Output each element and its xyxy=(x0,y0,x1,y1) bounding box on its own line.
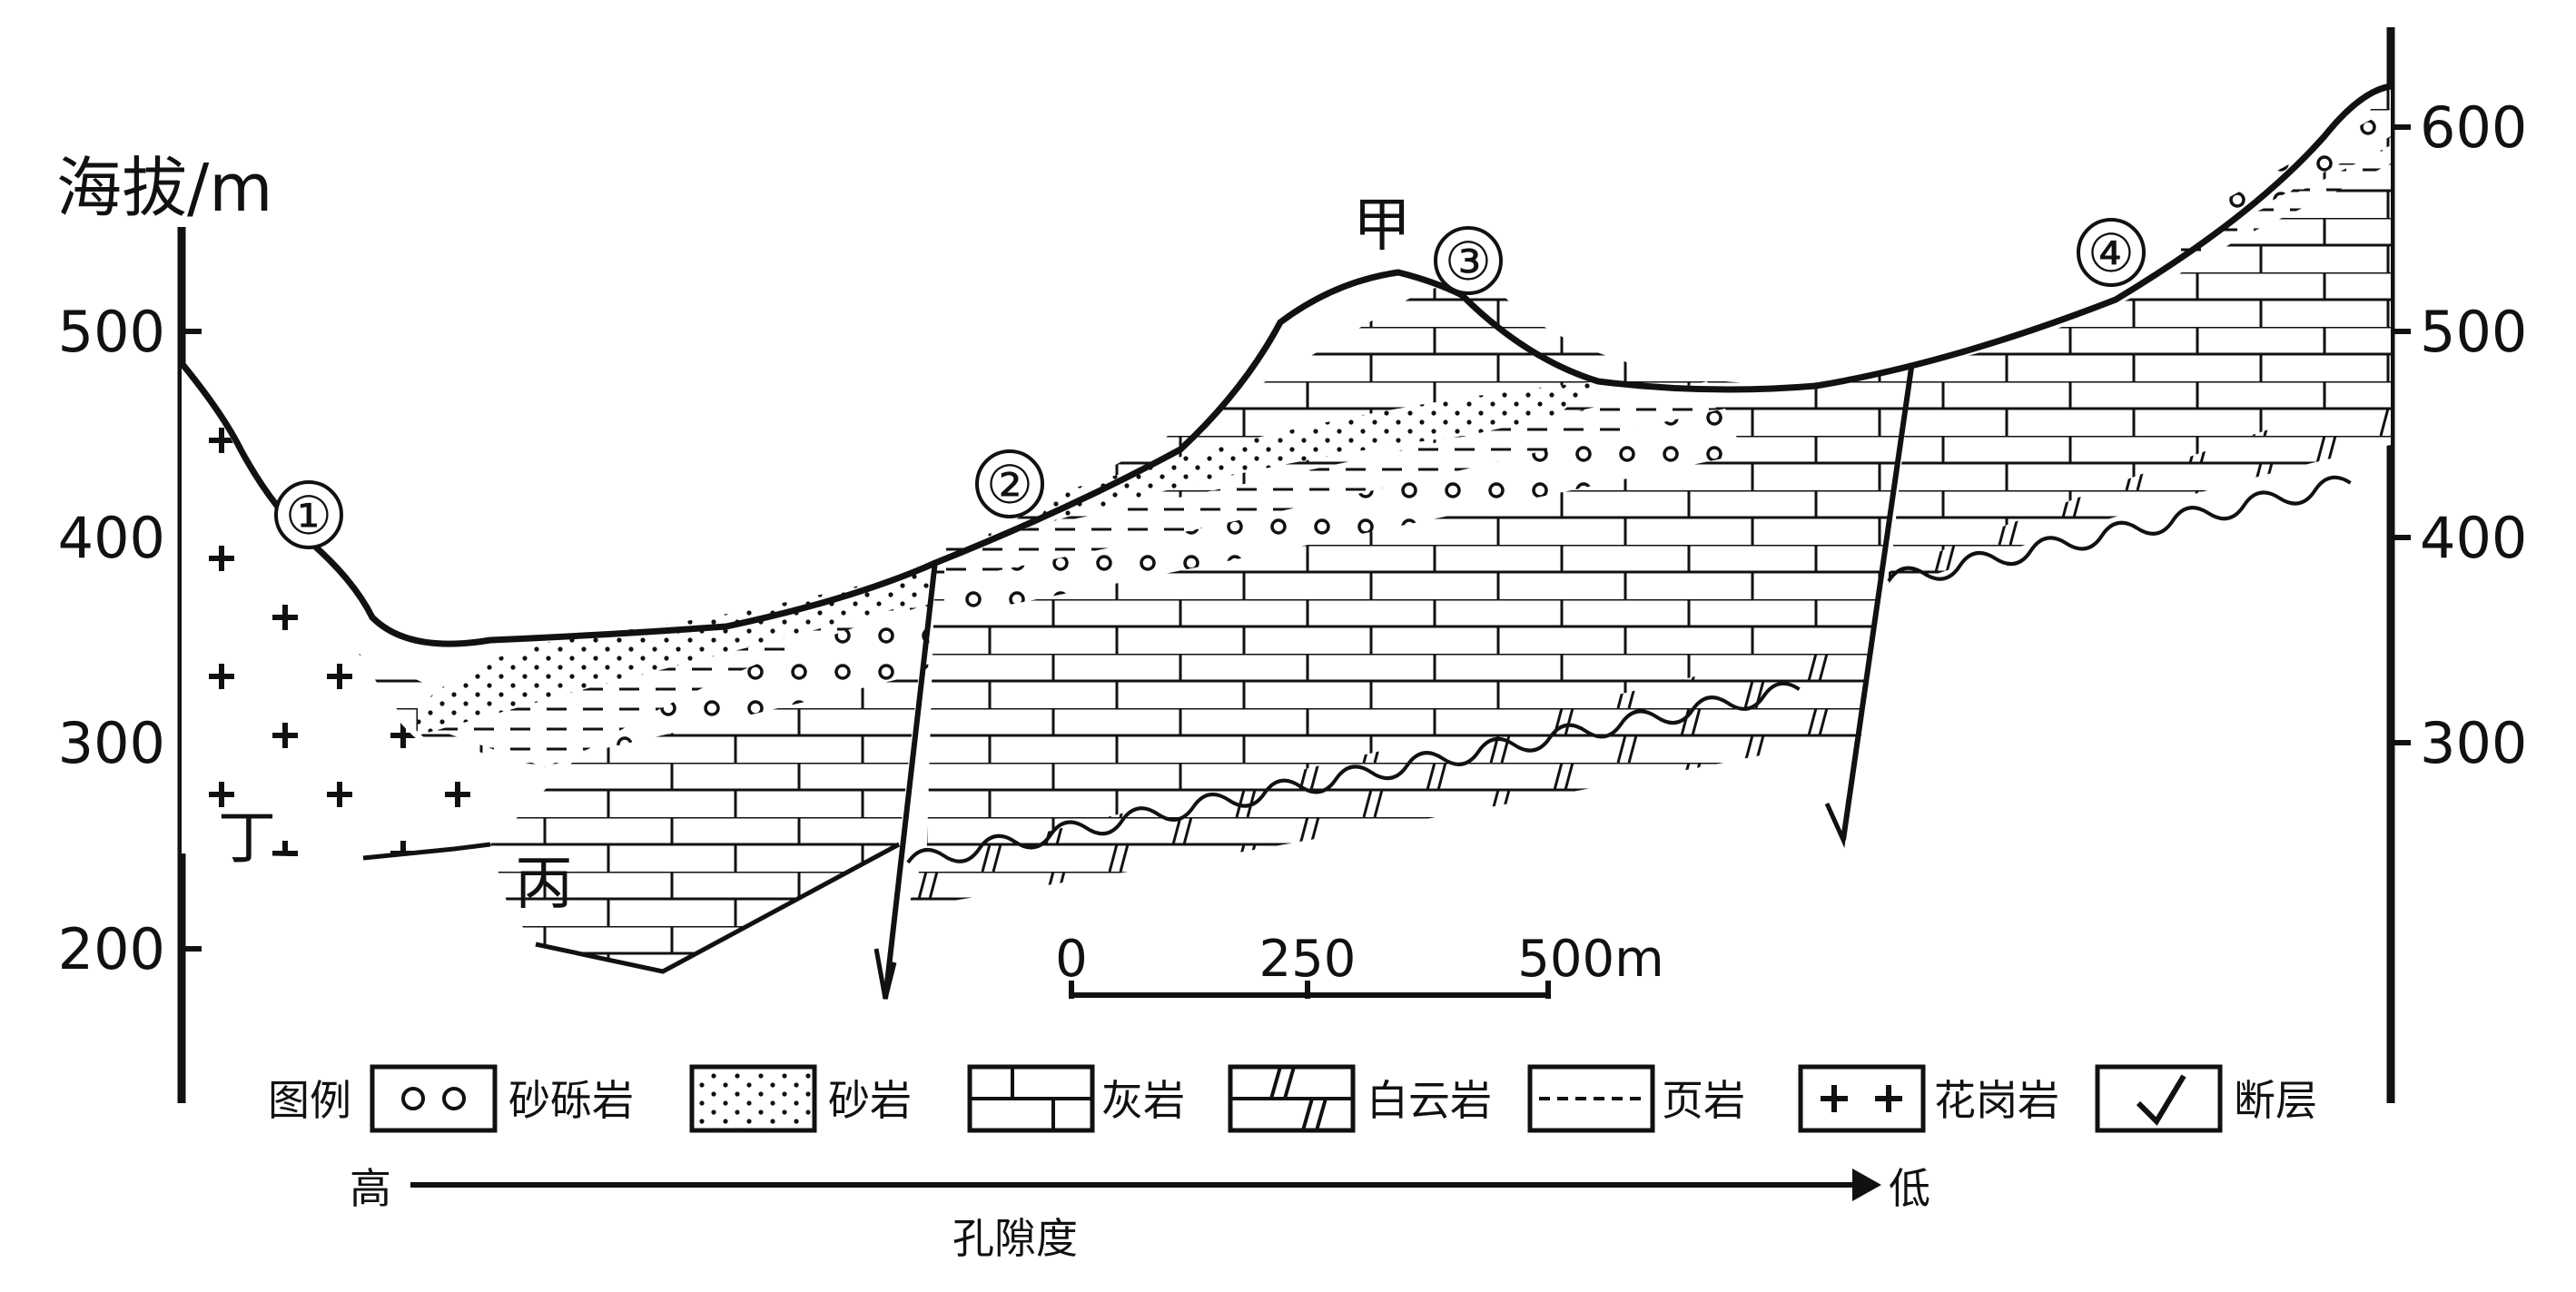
svg-text:砂砾岩: 砂砾岩 xyxy=(508,1076,634,1125)
svg-text:灰岩: 灰岩 xyxy=(1101,1076,1185,1125)
svg-text:白云岩: 白云岩 xyxy=(1367,1076,1492,1125)
axis-title: 海拔/m xyxy=(56,150,272,226)
middle-block-conglomerate xyxy=(944,409,1743,617)
legend-granite: 花岗岩 xyxy=(1798,1064,2059,1133)
left-tick-200: 200 xyxy=(58,916,165,982)
left-block-conglomerate xyxy=(581,604,931,754)
scale-bar: 0 250 500m xyxy=(1055,930,1664,999)
marker-3: ③ xyxy=(1434,226,1503,295)
middle-block-sandstone xyxy=(1035,381,1598,527)
marker-4: ④ xyxy=(2077,218,2146,287)
legend-shale: 页岩 xyxy=(1527,1064,1745,1133)
svg-text:①: ① xyxy=(285,485,332,547)
ding-lower-boundary xyxy=(362,842,491,861)
bing-lower-boundary xyxy=(535,842,901,974)
porosity-low: 低 xyxy=(1889,1164,1930,1213)
left-tick-500: 500 xyxy=(58,299,165,365)
right-tick-600: 600 xyxy=(2420,94,2527,161)
porosity-arrowhead xyxy=(1852,1169,1881,1201)
right-block-limestone xyxy=(1889,86,2391,590)
legend-sandstone: 砂岩 xyxy=(689,1064,912,1133)
fault-2 xyxy=(1841,367,1914,841)
porosity-high: 高 xyxy=(350,1164,391,1213)
svg-text:页岩: 页岩 xyxy=(1662,1076,1745,1125)
unconformity-line-right xyxy=(1887,475,2352,583)
right-tick-300: 300 xyxy=(2420,710,2527,776)
right-tick-500: 500 xyxy=(2420,299,2527,365)
scale-500m: 500m xyxy=(1517,930,1663,989)
svg-text:②: ② xyxy=(986,454,1033,516)
label-jia: 甲 xyxy=(1353,192,1411,260)
svg-text:花岗岩: 花岗岩 xyxy=(1934,1076,2059,1125)
fault-1-arrow xyxy=(873,948,897,1000)
marker-1: ① xyxy=(274,480,343,549)
right-block-dolomite xyxy=(1889,390,2391,590)
legend-conglomerate: 砂砾岩 xyxy=(370,1064,634,1133)
legend-title: 图例 xyxy=(268,1076,351,1125)
left-tick-400: 400 xyxy=(58,505,165,571)
legend-dolomite: 白云岩 xyxy=(1228,1064,1492,1133)
faults xyxy=(362,367,1914,1000)
middle-block-dolomite xyxy=(908,636,1870,908)
svg-text:砂岩: 砂岩 xyxy=(828,1076,912,1125)
right-block-conglomerate xyxy=(2225,109,2391,227)
right-axis xyxy=(2386,27,2411,1103)
fault-1 xyxy=(883,560,938,1000)
porosity-label: 孔隙度 xyxy=(952,1214,1078,1263)
legend-limestone: 灰岩 xyxy=(967,1064,1185,1133)
right-tick-400: 400 xyxy=(2420,505,2527,571)
right-block-shale xyxy=(2161,145,2391,272)
legend-fault: 断层 xyxy=(2095,1064,2317,1133)
ground-surface xyxy=(179,83,2392,647)
strata xyxy=(182,86,2391,971)
scale-0: 0 xyxy=(1055,930,1088,989)
left-tick-300: 300 xyxy=(58,710,165,776)
left-block-limestone xyxy=(359,572,931,971)
label-bing: 丙 xyxy=(515,851,573,918)
svg-text:③: ③ xyxy=(1445,231,1492,292)
svg-text:断层: 断层 xyxy=(2234,1076,2317,1125)
scale-250: 250 xyxy=(1259,930,1357,989)
left-block-shale xyxy=(427,590,931,767)
granite-body xyxy=(182,368,581,858)
svg-text:④: ④ xyxy=(2087,222,2135,284)
unconformity-line xyxy=(906,681,1801,864)
legend: 图例 砂砾岩 砂岩 灰岩 白云岩 xyxy=(268,1064,2317,1133)
porosity-scale: 高 低 孔隙度 xyxy=(350,1164,1930,1263)
marker-2: ② xyxy=(975,449,1044,518)
label-ding: 丁 xyxy=(218,805,276,873)
fault-2-arrow xyxy=(1824,798,1851,849)
middle-block-shale xyxy=(944,381,1716,581)
